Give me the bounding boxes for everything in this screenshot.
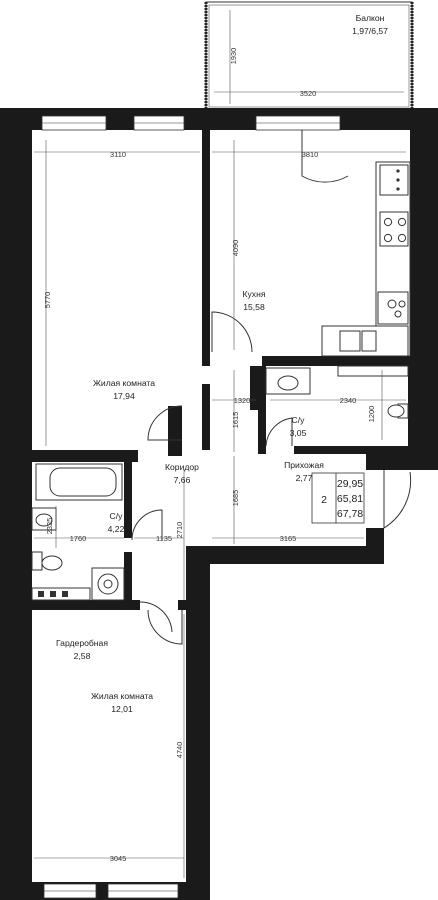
hall-area: 2,77	[296, 473, 313, 483]
doors	[131, 130, 412, 645]
dim-bath-big-width: 1760	[70, 534, 86, 543]
corridor-area: 7,66	[174, 475, 191, 485]
dim-kitchen-width: 3810	[302, 150, 318, 159]
dim-living2-length: 4740	[175, 742, 184, 758]
walls	[0, 108, 438, 900]
summary-total-area: 65,81	[337, 493, 363, 505]
balcony	[204, 1, 414, 111]
dim-corridor-width: 1320	[234, 396, 250, 405]
bath-small-area: 3,05	[290, 428, 307, 438]
living2-area: 12,01	[111, 704, 133, 714]
summary-living-area: 29,95	[337, 478, 363, 490]
room-labels: Балкон 1,97/6,57 Кухня 15,58 Жилая комна…	[56, 13, 388, 714]
dim-living2-width: 3045	[110, 854, 126, 863]
dim-living1-length: 5770	[43, 292, 52, 308]
dim-balcony-depth: 1930	[229, 48, 238, 64]
dim-corridor-len2: 1685	[231, 490, 240, 506]
dim-kitchen-length: 4090	[231, 240, 240, 256]
dimension-lines	[34, 140, 406, 878]
bath-big-area: 4,22	[108, 524, 125, 534]
wardrobe-area: 2,58	[74, 651, 91, 661]
dim-wardrobe-width: 1135	[156, 534, 172, 543]
dim-corridor-len1: 1615	[231, 412, 240, 428]
dim-wardrobe-depth: 2710	[175, 522, 184, 538]
windows	[41, 115, 341, 899]
balcony-area: 1,97/6,57	[352, 26, 388, 36]
summary-rooms: 2	[321, 494, 327, 506]
dim-bath-small-width: 2340	[340, 396, 356, 405]
summary-box: 2 29,95 65,81 67,78	[311, 472, 365, 524]
kitchen-area: 15,58	[243, 302, 265, 312]
dim-balcony-width: 3520	[300, 89, 316, 98]
living2-name: Жилая комната	[91, 691, 153, 701]
fixtures	[31, 161, 411, 601]
kitchen-name: Кухня	[243, 289, 266, 299]
bath-small-name: С/у	[292, 415, 306, 425]
corridor-name: Коридор	[165, 462, 199, 472]
dimension-texts: 1930 3520 3110 3810 5770 4090 1320 2340 …	[43, 48, 376, 863]
bath-big-name: С/у	[110, 511, 124, 521]
dim-living1-width: 3110	[110, 150, 126, 159]
dim-bath-small-depth: 1200	[367, 406, 376, 422]
dim-hall-width: 3165	[280, 534, 296, 543]
living1-name: Жилая комната	[93, 378, 155, 388]
dim-bath-big-depth: 2325	[45, 518, 54, 534]
balcony-name: Балкон	[356, 13, 385, 23]
hall-name: Прихожая	[284, 460, 324, 470]
living1-area: 17,94	[113, 391, 135, 401]
summary-area-with-balcony: 67,78	[337, 508, 363, 520]
wardrobe-name: Гардеробная	[56, 638, 108, 648]
